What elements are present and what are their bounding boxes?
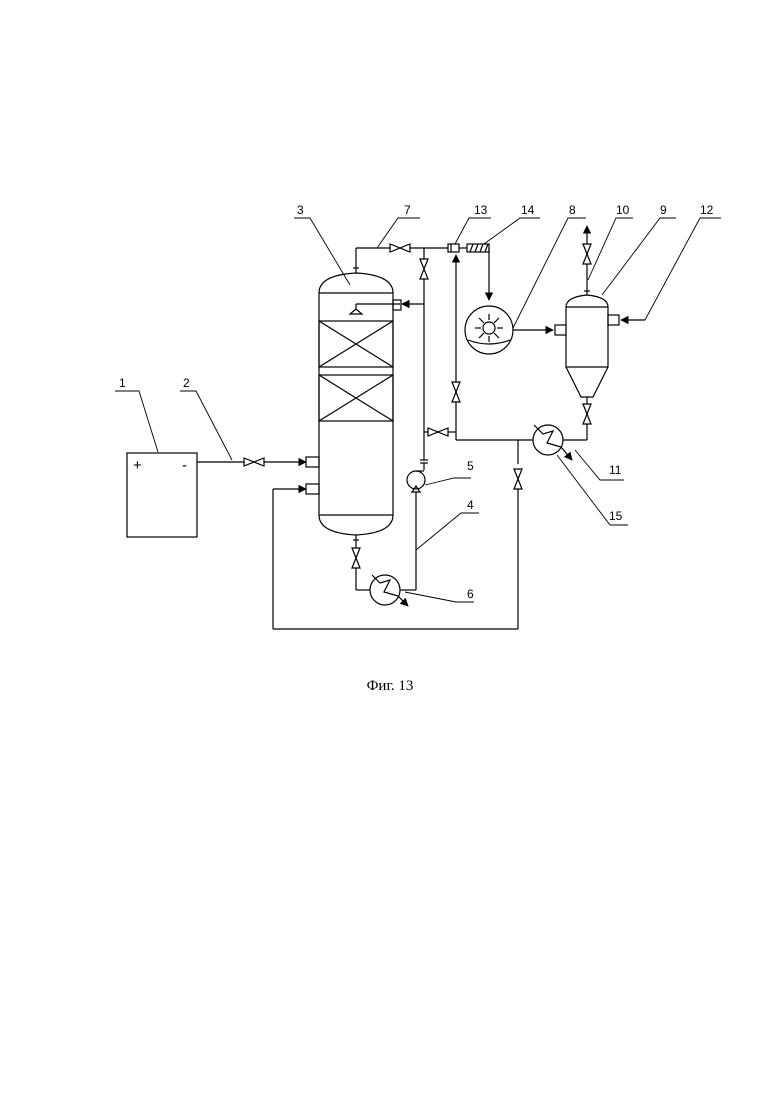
callout-leaders	[115, 218, 721, 602]
vent-valve	[583, 244, 591, 264]
vent-line	[583, 226, 591, 291]
callout-7: 7	[404, 203, 411, 217]
pump	[407, 471, 425, 492]
reflux-valve	[420, 259, 428, 279]
overhead-valve	[390, 244, 410, 252]
drain-valve	[583, 404, 591, 424]
figure-caption: Фиг. 13	[0, 678, 780, 695]
bottom-valve	[352, 548, 360, 568]
callout-1: 1	[119, 376, 126, 390]
rotary-device	[465, 306, 553, 354]
device-14	[459, 244, 489, 300]
power-source: + -	[127, 453, 197, 537]
circulation-line	[400, 492, 416, 590]
riser-valve	[452, 382, 460, 402]
absorption-column	[306, 268, 401, 540]
return-valve	[514, 469, 522, 489]
callout-6: 6	[467, 587, 474, 601]
return-loop	[273, 440, 522, 629]
bottom-line	[352, 540, 370, 590]
feed-line	[197, 458, 306, 466]
callout-13: 13	[474, 203, 488, 217]
callout-15: 15	[609, 509, 623, 523]
callout-10: 10	[616, 203, 630, 217]
reflux-line	[402, 248, 428, 470]
receiver-vessel	[555, 291, 645, 397]
overhead-line	[356, 244, 448, 268]
callout-2: 2	[183, 376, 190, 390]
device-13	[448, 244, 459, 252]
plus-sign: +	[133, 457, 142, 474]
callout-3: 3	[297, 203, 304, 217]
callout-5: 5	[467, 459, 474, 473]
callout-14: 14	[521, 203, 535, 217]
callout-11: 11	[609, 463, 622, 477]
callout-8: 8	[569, 203, 576, 217]
drain-line	[583, 397, 591, 440]
callout-12: 12	[700, 203, 714, 217]
callout-9: 9	[660, 203, 667, 217]
callout-4: 4	[467, 498, 474, 512]
feed-valve	[244, 458, 264, 466]
minus-sign: -	[182, 457, 187, 474]
transfer-valve	[428, 428, 448, 436]
